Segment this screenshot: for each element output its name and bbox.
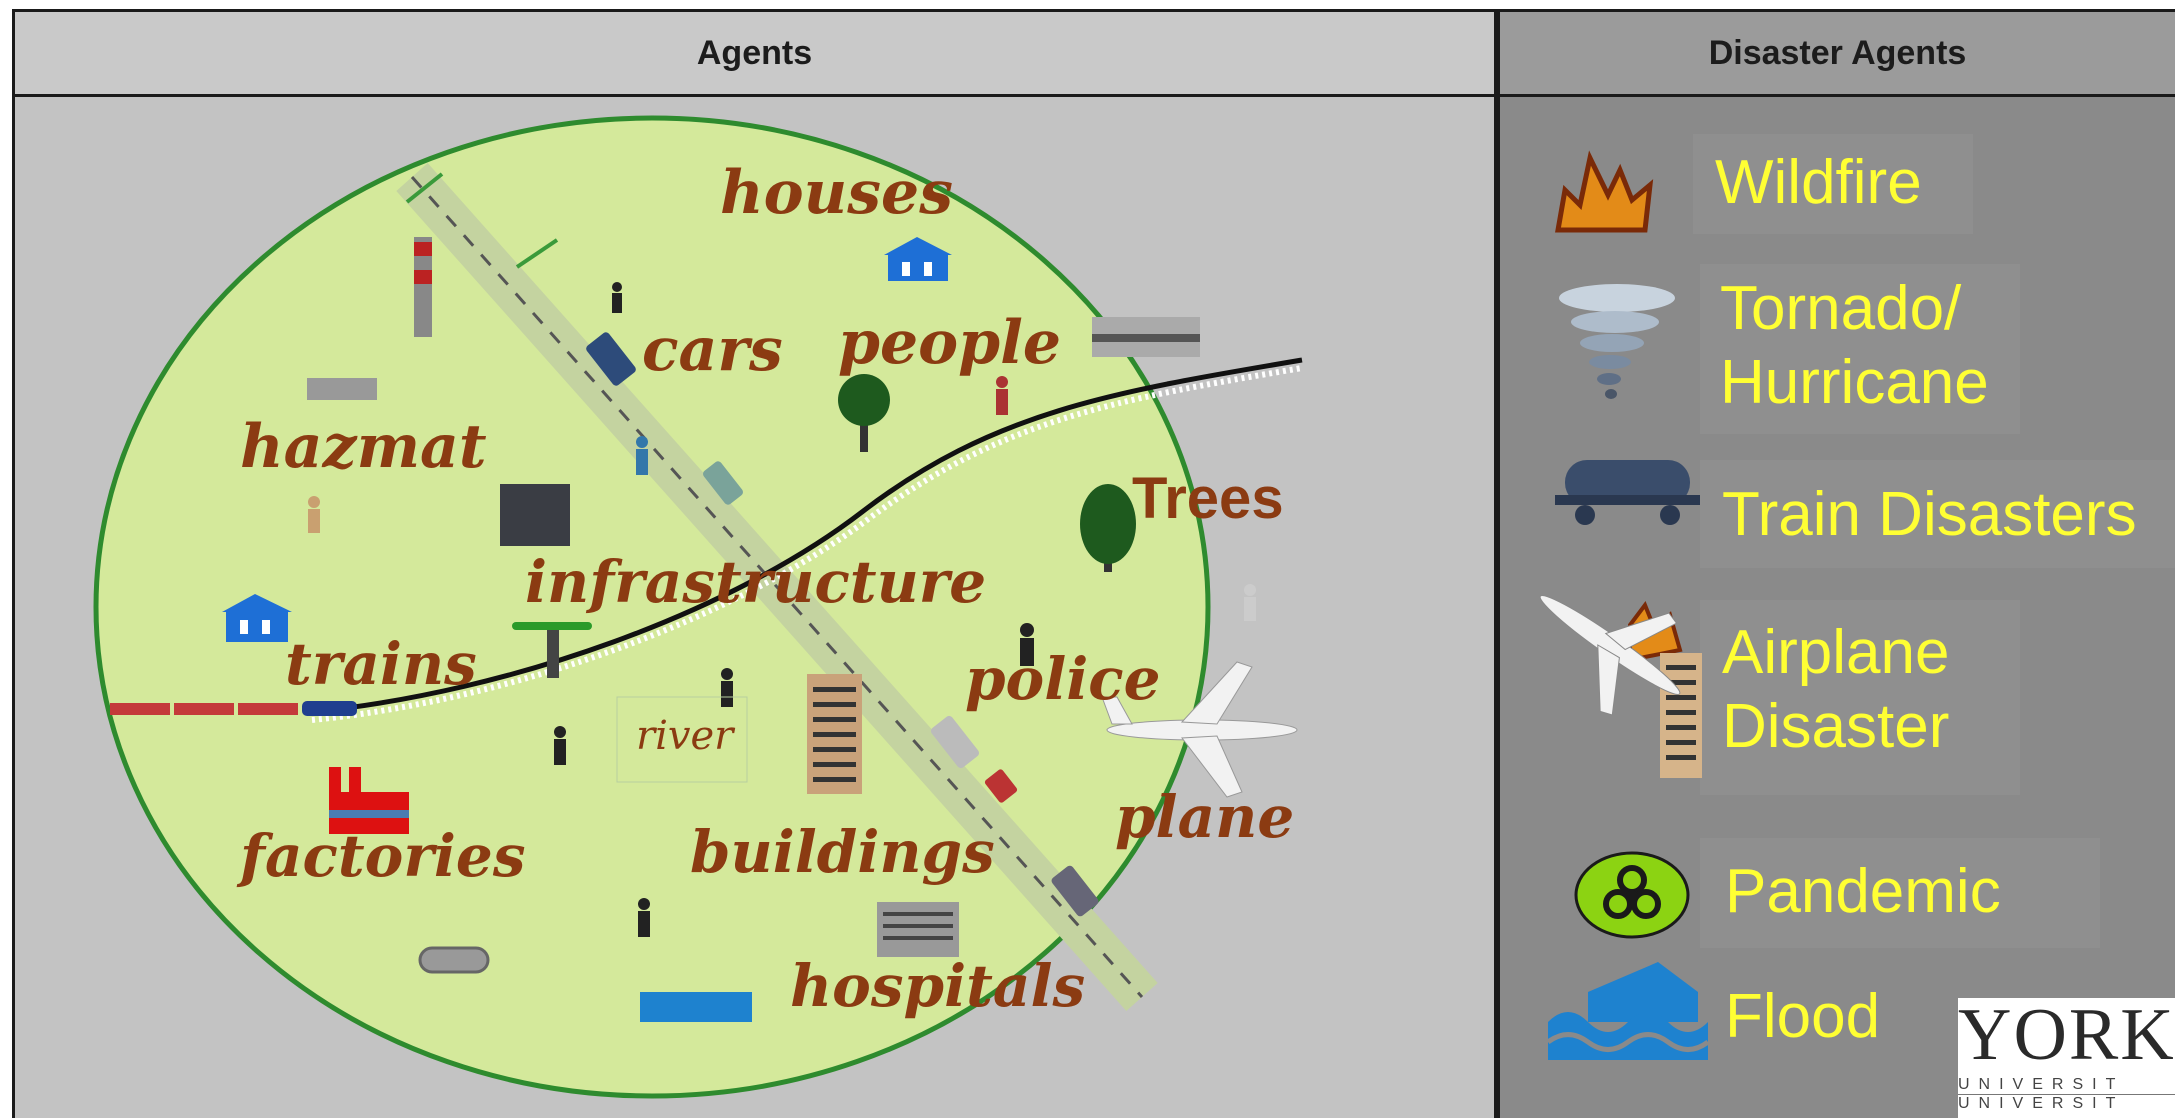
- agent-label-houses: houses: [720, 158, 953, 228]
- tree-icon: [838, 374, 890, 452]
- person-icon: [308, 496, 320, 533]
- agent-label-trains: trains: [285, 630, 477, 698]
- tanker-train-icon: [1555, 460, 1700, 525]
- person-icon: [721, 668, 733, 707]
- car-icon: [930, 715, 980, 769]
- person-icon: [554, 726, 566, 765]
- field-oval: [93, 115, 1211, 1099]
- agents-panel-header: Agents: [15, 12, 1494, 97]
- house-icon: [222, 594, 292, 642]
- airplane-crash-icon: [1539, 595, 1702, 778]
- disaster-agents-panel-title: Disaster Agents: [1708, 33, 1967, 72]
- agent-label-cars: cars: [642, 315, 783, 385]
- person-icon: [638, 898, 650, 937]
- agent-field-illustration: [93, 115, 1303, 1099]
- york-logo-sub1: UNIVERSIT: [1958, 1076, 2125, 1093]
- person-icon: [636, 436, 648, 475]
- pool-icon: [640, 992, 752, 1022]
- biohazard-icon: [1574, 851, 1690, 939]
- car-icon: [703, 461, 743, 505]
- agent-label-factories: factories: [240, 822, 526, 890]
- railway-track: [311, 357, 1303, 715]
- office-building-icon: [807, 674, 862, 794]
- agent-label-infrastructure: infrastructure: [525, 548, 987, 616]
- fire-icon: [1555, 150, 1654, 233]
- car-icon: [984, 769, 1018, 803]
- disaster-label-tornado-hurricane: Tornado/ Hurricane: [1720, 274, 1989, 418]
- train-icon: [110, 701, 357, 716]
- house-icon: [884, 237, 952, 281]
- tornado-icon: [1559, 284, 1675, 399]
- york-logo-title: YORK: [1958, 994, 2175, 1076]
- flood-icon: [1548, 962, 1708, 1060]
- disaster-label-airplane-disaster: Airplane Disaster: [1722, 618, 1950, 762]
- agent-label-trees: Trees: [1132, 466, 1284, 531]
- york-logo: YORK UNIVERSIT UNIVERSIT: [1958, 998, 2175, 1118]
- hazmat-building-icon: [500, 484, 570, 546]
- disaster-label-wildfire: Wildfire: [1715, 148, 1922, 217]
- tree-icon: [1080, 484, 1136, 572]
- factory-icon: [329, 767, 409, 834]
- agent-label-buildings: buildings: [690, 818, 995, 886]
- agent-label-people: people: [838, 308, 1062, 378]
- person-icon: [1244, 584, 1256, 621]
- disaster-label-flood: Flood: [1725, 982, 1881, 1051]
- agent-label-river: river: [636, 713, 734, 759]
- river-box: [616, 696, 748, 783]
- water-tower-icon: [512, 622, 592, 678]
- airplane-icon: [1101, 661, 1298, 798]
- person-icon: [1020, 623, 1034, 666]
- car-icon: [586, 332, 636, 386]
- industrial-building-icon: [1092, 317, 1200, 357]
- person-icon: [996, 376, 1008, 415]
- agent-label-hazmat: hazmat: [240, 412, 487, 482]
- person-icon: [612, 282, 622, 313]
- disaster-agents-panel-header: Disaster Agents: [1500, 12, 2175, 97]
- car-icon: [1051, 865, 1099, 917]
- agent-label-police: police: [965, 645, 1161, 713]
- tank-icon: [418, 946, 490, 974]
- agent-label-hospitals: hospitals: [790, 952, 1086, 1020]
- hospital-icon: [877, 902, 959, 957]
- agents-panel-title: Agents: [696, 33, 813, 72]
- york-logo-sub2: UNIVERSIT: [1958, 1094, 2175, 1113]
- agent-label-plane: plane: [1115, 783, 1295, 851]
- disaster-label-train-disasters: Train Disasters: [1722, 480, 2137, 549]
- smokestack-icon: [414, 237, 432, 337]
- tank-icon: [307, 378, 377, 400]
- disaster-label-pandemic: Pandemic: [1725, 857, 2001, 926]
